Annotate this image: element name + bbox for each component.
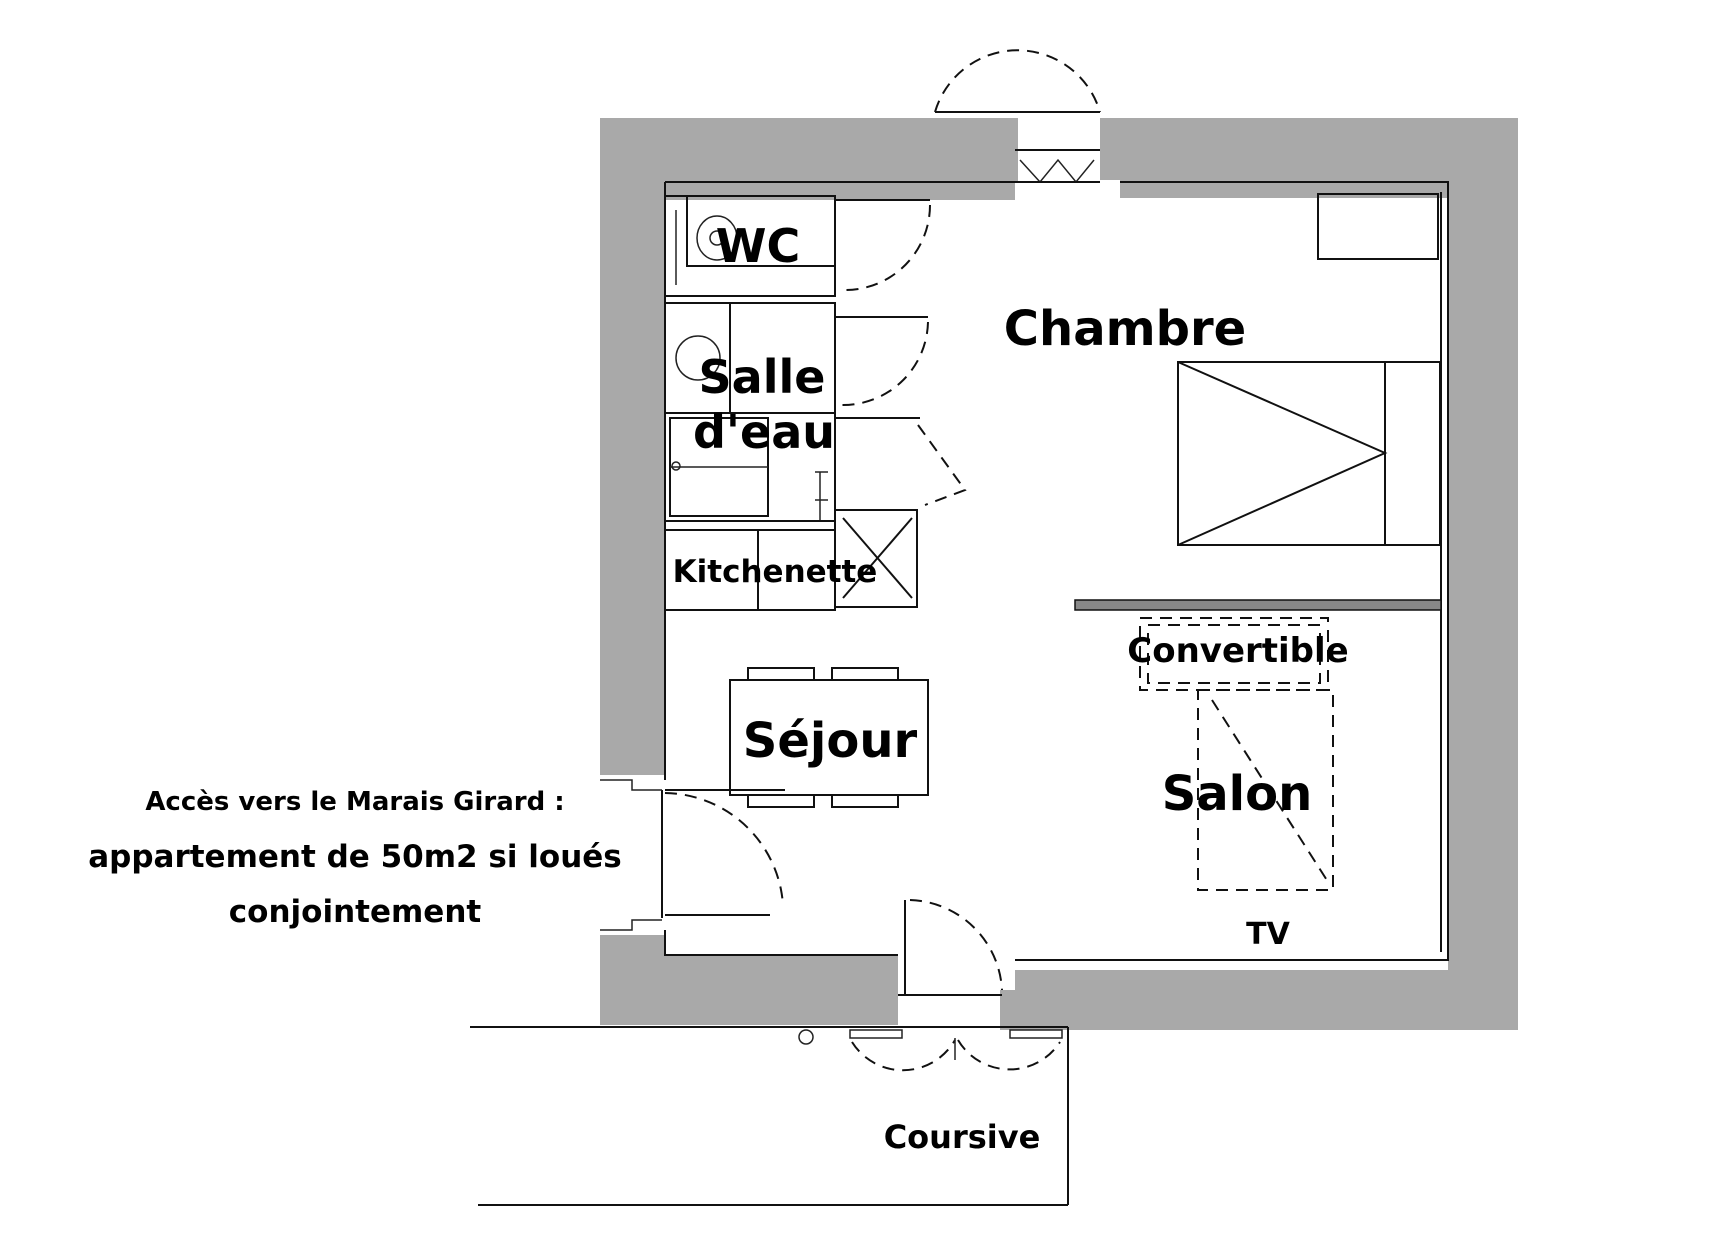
annotation-line3: conjointement — [229, 894, 482, 930]
label-coursive: Coursive — [884, 1118, 1041, 1156]
wall-bottom-right — [1000, 970, 1448, 1030]
label-salle-line1: Salle — [699, 350, 826, 404]
label-sejour: Séjour — [743, 713, 918, 769]
label-kitchenette: Kitchenette — [673, 554, 878, 590]
chambre-furniture — [1177, 193, 1441, 546]
interior-outline — [664, 181, 1449, 961]
label-chambre: Chambre — [1004, 301, 1246, 357]
wall-bottom-left — [600, 955, 898, 1025]
wall-top-right — [1100, 118, 1518, 198]
coursive-area — [470, 1026, 1069, 1206]
label-convertible: Convertible — [1127, 631, 1348, 671]
wc-room — [664, 195, 931, 297]
dining-table — [729, 667, 929, 808]
label-salon: Salon — [1162, 766, 1313, 822]
salon-furniture — [1139, 617, 1334, 891]
wall-top-left — [600, 118, 1015, 200]
bottom-door — [898, 899, 1003, 996]
wall-opening-side — [598, 775, 668, 935]
label-tv: TV — [1246, 917, 1290, 952]
side-door — [600, 779, 785, 931]
kitchenette-area — [664, 417, 967, 611]
partition — [1074, 599, 1442, 611]
label-salle-line2: d'eau — [693, 405, 835, 459]
annotation-line1: Accès vers le Marais Girard : — [145, 787, 564, 817]
wall-right — [1448, 198, 1518, 1030]
bed — [1177, 361, 1441, 546]
salle-room — [664, 302, 929, 522]
top-door — [934, 49, 1101, 184]
label-wc: WC — [716, 219, 801, 273]
annotation-line2: appartement de 50m2 si loués — [88, 839, 622, 875]
exterior-walls — [598, 118, 1518, 1030]
